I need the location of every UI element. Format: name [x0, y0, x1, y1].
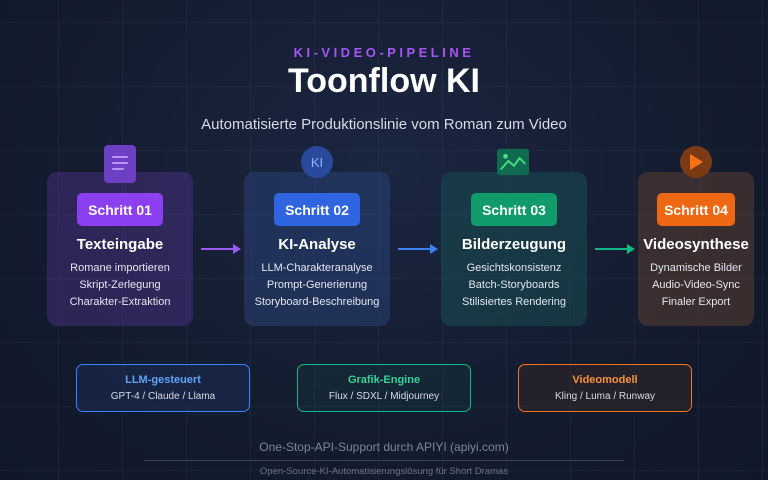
step-item: Batch-Storyboards [468, 279, 560, 291]
step-item: Storyboard-Beschreibung [254, 296, 380, 308]
step-item: Romane importieren [70, 262, 170, 274]
page-title: Toonflow KI [288, 62, 480, 100]
tech-title: Videomodell [572, 374, 638, 386]
play-icon [680, 146, 712, 178]
step-badge-02: Schritt 02 [274, 193, 360, 226]
step-item: LLM-Charakteranalyse [261, 262, 373, 274]
step-item: Audio-Video-Sync [652, 279, 740, 291]
tagline-text: Open-Source-KI-Automatisierungslösung fü… [259, 466, 509, 477]
tech-box-grafik: Grafik-Engine Flux / SDXL / Midjourney [297, 364, 471, 412]
step-items-texteingabe: Romane importieren Skript-Zerlegung Char… [47, 260, 193, 311]
image-icon [497, 146, 529, 178]
arrow-right-icon [201, 244, 241, 254]
step-title-texteingabe: Texteingabe [76, 236, 164, 253]
footer-divider [144, 460, 624, 461]
arrow-right-icon [595, 244, 635, 254]
step-badge-04: Schritt 04 [657, 193, 735, 226]
ai-icon: KI [301, 146, 333, 178]
tech-box-llm: LLM-gesteuert GPT-4 / Claude / Llama [76, 364, 250, 412]
step-item: Stilisiertes Rendering [462, 296, 566, 308]
document-icon [104, 145, 136, 183]
step-title-bilderzeugung: Bilderzeugung [461, 236, 567, 253]
step-item: Charakter-Extraktion [69, 296, 171, 308]
step-title-videosynthese: Videosynthese [643, 236, 749, 253]
step-item: Finaler Export [661, 296, 731, 308]
tech-title: Grafik-Engine [347, 374, 421, 386]
step-items-bilderzeugung: Gesichtskonsistenz Batch-Storyboards Sti… [441, 260, 587, 311]
step-item: Dynamische Bilder [650, 262, 742, 274]
page-subtitle: Automatisierte Produktionslinie vom Roma… [201, 116, 567, 133]
tech-box-video: Videomodell Kling / Luma / Runway [518, 364, 692, 412]
tech-title: LLM-gesteuert [125, 374, 201, 386]
step-items-ki-analyse: LLM-Charakteranalyse Prompt-Generierung … [244, 260, 390, 311]
step-item: Prompt-Generierung [266, 279, 368, 291]
support-text: One-Stop-API-Support durch APIYI (apiyi.… [259, 440, 509, 454]
tech-subtitle: GPT-4 / Claude / Llama [110, 391, 216, 402]
tech-subtitle: Flux / SDXL / Midjourney [328, 391, 440, 402]
ai-icon-label: KI [310, 154, 324, 170]
step-badge-03: Schritt 03 [471, 193, 557, 226]
step-item: Gesichtskonsistenz [466, 262, 562, 274]
step-badge-01: Schritt 01 [77, 193, 163, 226]
arrow-right-icon [398, 244, 438, 254]
eyebrow-label: KI-VIDEO-PIPELINE [293, 45, 475, 60]
step-items-videosynthese: Dynamische Bilder Audio-Video-Sync Final… [634, 260, 758, 311]
step-title-ki-analyse: KI-Analyse [278, 236, 356, 253]
step-item: Skript-Zerlegung [79, 279, 161, 291]
tech-subtitle: Kling / Luma / Runway [554, 391, 656, 402]
